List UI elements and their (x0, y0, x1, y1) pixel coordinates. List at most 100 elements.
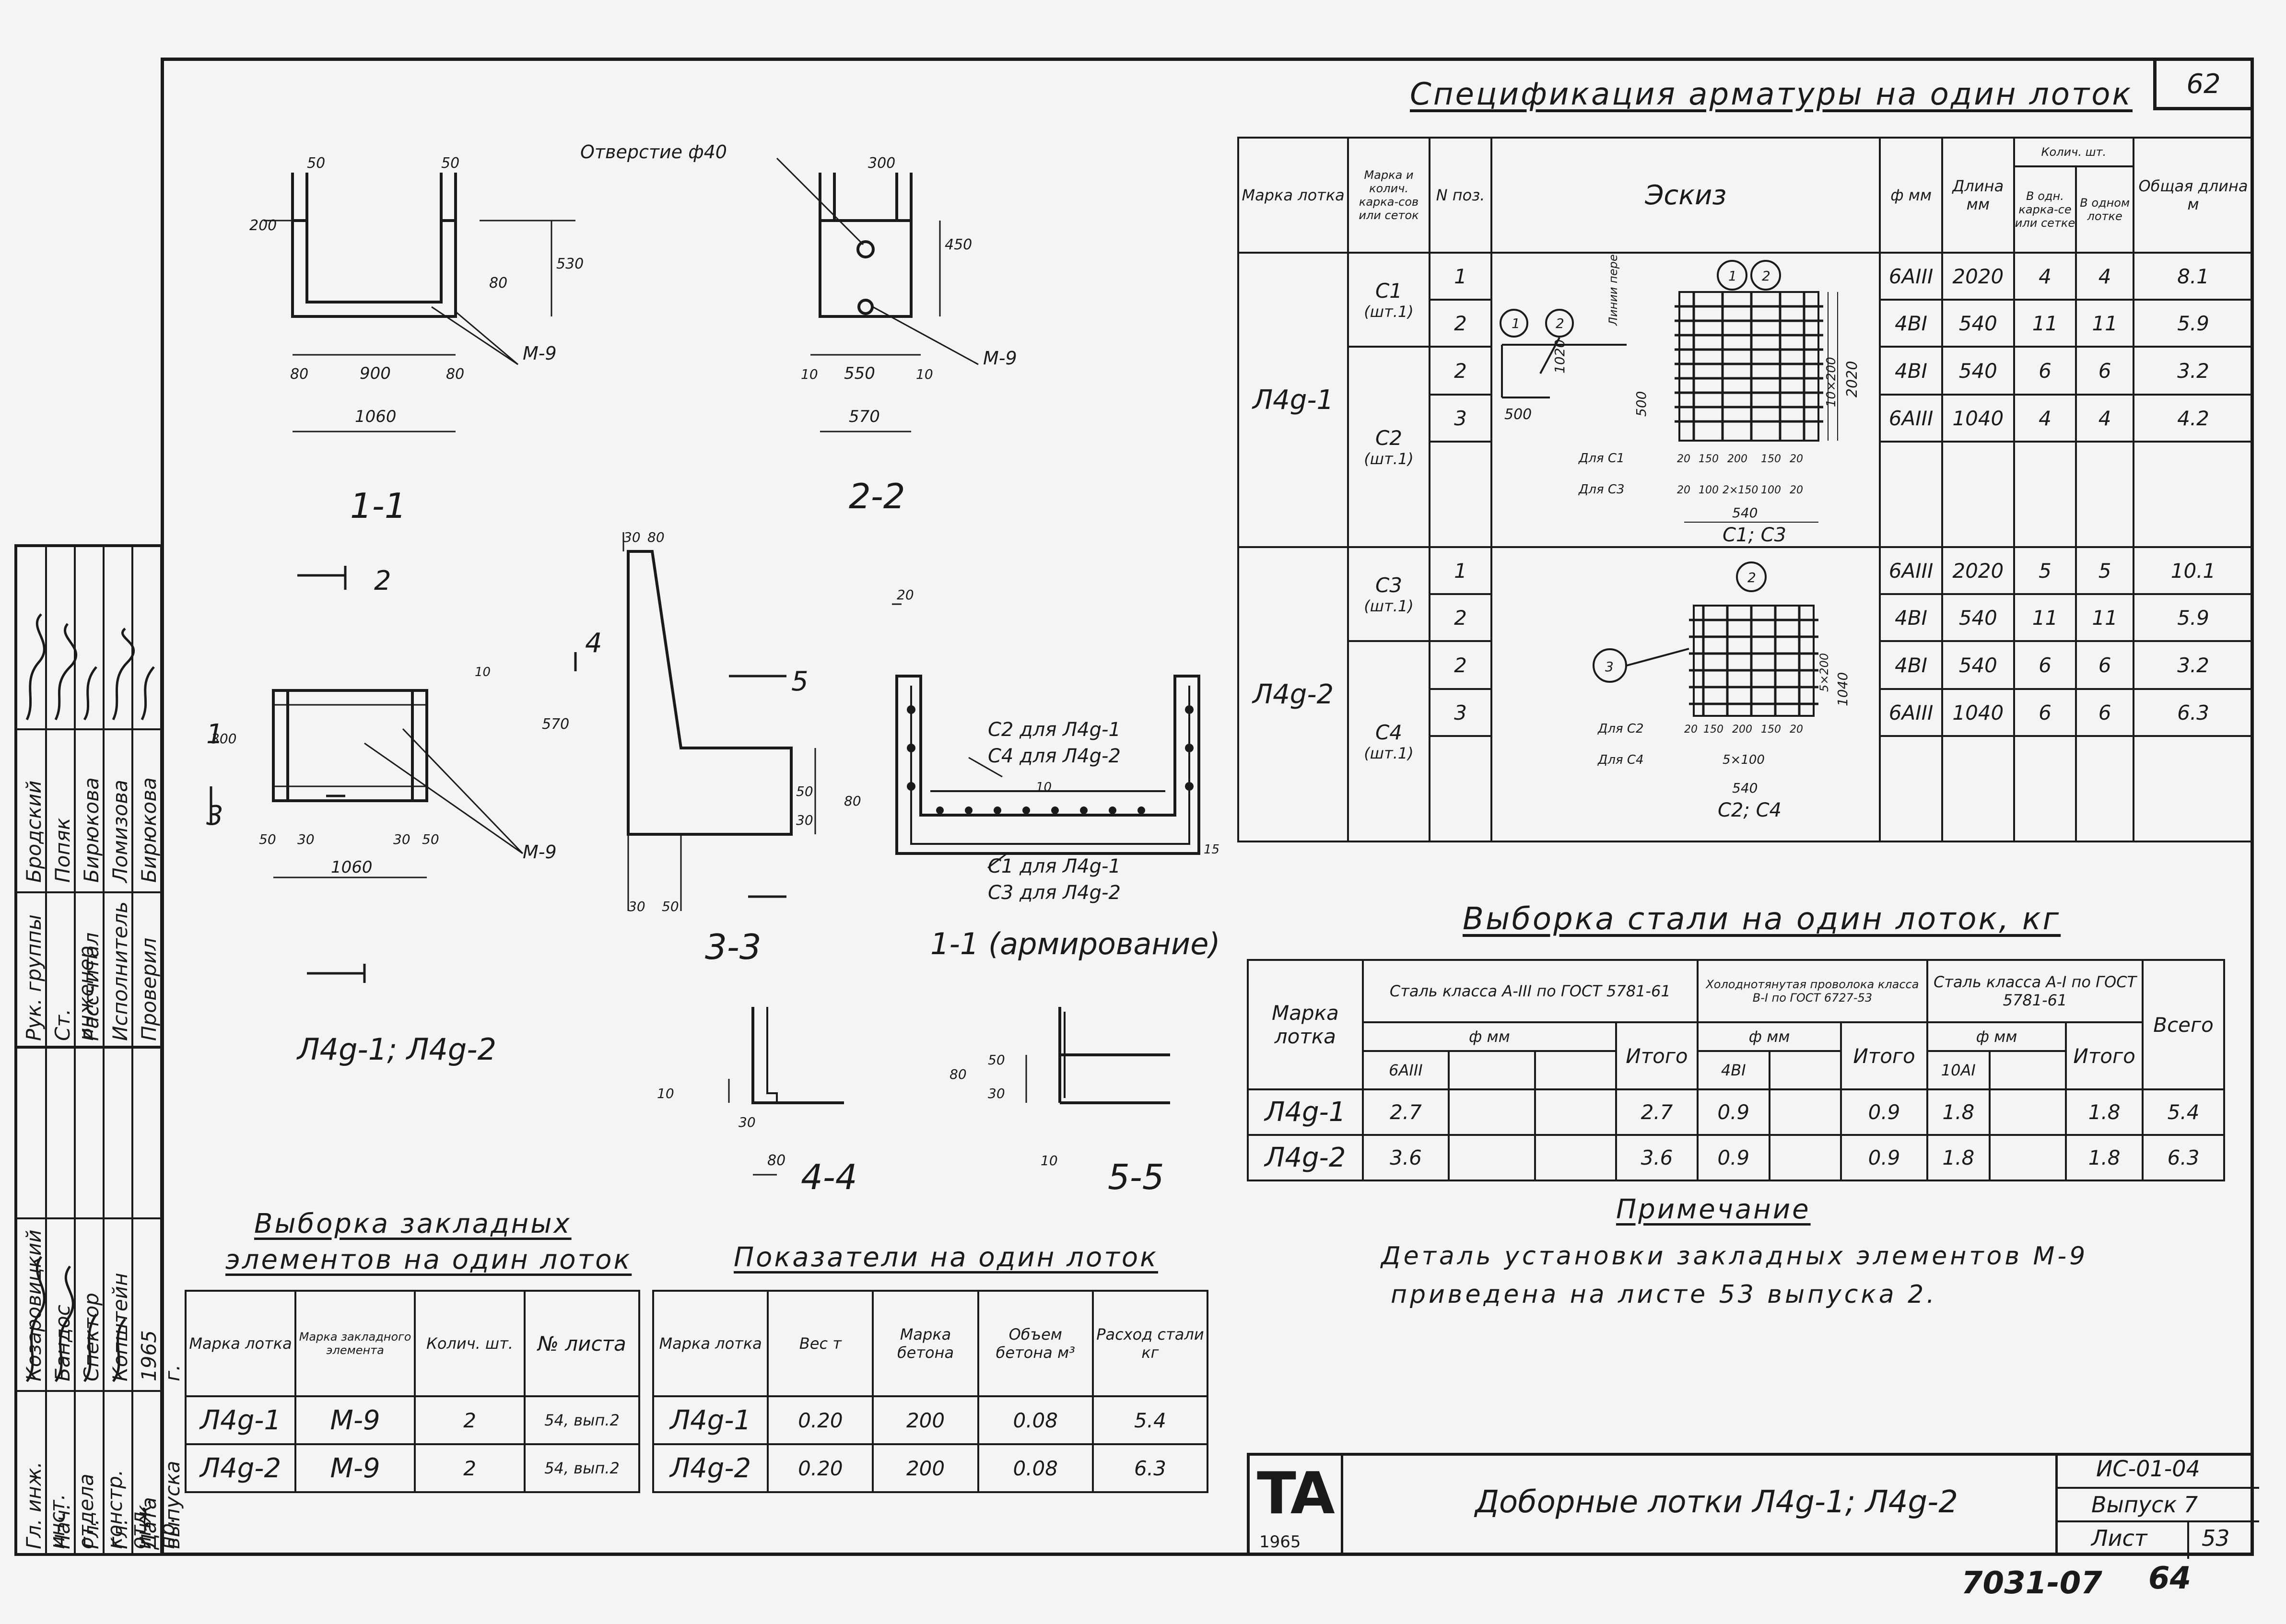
sheet-number: 62 (2186, 68, 2221, 100)
svg-text:20: 20 (1790, 484, 1803, 496)
svg-text:С3 для Л4g-2: С3 для Л4g-2 (988, 882, 1121, 904)
table-row: 2 4ВI 540 11 11 5.9 (1238, 299, 2254, 348)
table-row: Л4g-2 3.6 3.6 0.9 0.9 1.8 1.8 6.3 (1247, 1134, 2225, 1181)
svg-text:50: 50 (796, 783, 813, 799)
stamp-right: ИС-01-04 Выпуск 7 Лист 53 (2055, 1456, 2259, 1559)
stamp-logo: ТА (1257, 1460, 1335, 1527)
svg-text:20: 20 (1677, 453, 1690, 465)
table-row: С2(шт.1) 2 4ВI 540 6 6 3.2 (1238, 346, 2254, 548)
svg-text:С4 для Л4g-2: С4 для Л4g-2 (988, 745, 1121, 767)
section-1-1-outline (291, 219, 457, 318)
section-1-1-label: 1-1 (350, 486, 407, 526)
svg-text:150: 150 (1761, 724, 1781, 736)
sketch-cell-1: 1 2 1 2 500 1020 500 2020 10×200 Линии п… (1490, 252, 1881, 548)
table-row: Л4g-1 2.7 2.7 0.9 0.9 1.8 1.8 5.4 (1247, 1088, 2225, 1136)
reinforcement-outline (895, 675, 1200, 855)
spec-h-dia: ф мм (1879, 137, 1943, 254)
svg-text:100: 100 (1699, 484, 1719, 496)
section-3-3-label: 3-3 (705, 927, 762, 967)
svg-text:30: 30 (628, 899, 645, 914)
svg-text:5×100: 5×100 (1723, 753, 1765, 767)
svg-text:50: 50 (259, 831, 276, 847)
svg-text:3: 3 (1605, 659, 1614, 675)
embedded-label-3: М-9 (523, 841, 557, 863)
stamp-logo-box: ТА 1965 (1250, 1456, 1343, 1556)
svg-text:4: 4 (585, 628, 602, 659)
spec-h-total: Общая длина м (2133, 137, 2254, 254)
svg-text:Для С4: Для С4 (1597, 753, 1644, 767)
embedded-label-1: М-9 (523, 343, 557, 364)
svg-text:10: 10 (1036, 780, 1052, 794)
svg-text:1020: 1020 (1552, 339, 1568, 374)
section-4-4-outline (751, 1007, 844, 1104)
note-line-1: Деталь установки закладных элементов М-9 (1381, 1242, 2088, 1271)
svg-text:80: 80 (950, 1066, 967, 1082)
svg-text:10×200: 10×200 (1824, 357, 1839, 408)
plan-caption: Л4g-1; Л4g-2 (296, 1032, 496, 1067)
svg-text:550: 550 (844, 364, 875, 383)
svg-text:300: 300 (868, 155, 895, 172)
svg-text:10: 10 (1041, 1153, 1058, 1168)
stamp-block: ТА 1965 Доборные лотки Л4g-1; Л4g-2 ИС-0… (1247, 1453, 2259, 1559)
svg-text:С2 для Л4g-1: С2 для Л4g-1 (988, 719, 1121, 741)
svg-text:2×150: 2×150 (1723, 484, 1758, 496)
side-divider (17, 1046, 160, 1049)
table-row: 3 6АIII 1040 6 6 6.3 (1238, 688, 2254, 737)
svg-text:80: 80 (290, 366, 308, 383)
section-5-5-outline (1058, 1007, 1170, 1104)
svg-text:500: 500 (1504, 406, 1532, 423)
spec-h-mark: Марка лотка (1237, 137, 1349, 254)
side-title-block: Рук. группы Ст. инженер Рассчитал Исполн… (14, 544, 184, 1556)
svg-text:30: 30 (739, 1114, 756, 1130)
svg-text:1: 1 (206, 719, 223, 750)
svg-text:20: 20 (897, 587, 914, 603)
svg-text:30: 30 (796, 812, 813, 828)
svg-text:Для С2: Для С2 (1597, 722, 1644, 736)
note-title: Примечание (1616, 1194, 1811, 1225)
svg-text:10: 10 (916, 366, 933, 382)
svg-text:С1 для Л4g-1: С1 для Л4g-1 (988, 855, 1121, 877)
svg-text:15: 15 (1204, 842, 1219, 857)
spec-table: Марка лотка Марка и колич. карка-сов или… (1237, 137, 2254, 842)
spec-h-pos: N поз. (1428, 137, 1493, 254)
embedded-title-1: Выборка закладных (254, 1208, 572, 1239)
signatures (25, 613, 155, 1382)
svg-text:540: 540 (1732, 780, 1758, 796)
svg-text:10: 10 (475, 665, 491, 679)
svg-text:10: 10 (657, 1086, 674, 1101)
steel-h-mark: Марка лотка (1247, 959, 1364, 1090)
svg-text:540: 540 (1732, 505, 1758, 521)
svg-text:300: 300 (211, 731, 236, 747)
steel-title: Выборка стали на один лоток, кг (1463, 901, 2061, 937)
svg-text:50: 50 (441, 155, 459, 172)
svg-text:С1; С3: С1; С3 (1723, 524, 1786, 546)
table-row: Л4g-2 0.20 200 0.08 6.3 (652, 1443, 1209, 1493)
svg-text:80: 80 (767, 1152, 785, 1169)
table-row: Л4g-2 С3(шт.1) 1 (1237, 546, 2254, 842)
stamp-title: Доборные лотки Л4g-1; Л4g-2 (1475, 1484, 1958, 1520)
bottom-code: 7031-07 (1961, 1566, 2102, 1601)
svg-text:2020: 2020 (1844, 361, 1861, 397)
svg-text:2: 2 (374, 565, 391, 596)
svg-text:80: 80 (446, 366, 464, 383)
svg-text:200: 200 (1732, 724, 1752, 736)
svg-text:20: 20 (1790, 724, 1803, 736)
stamp-year: 1965 (1259, 1532, 1301, 1552)
embedded-table: Марка лотка Марка закладного элемента Ко… (184, 1290, 640, 1493)
section-3-3-outline (627, 550, 793, 836)
svg-text:200: 200 (1727, 453, 1747, 465)
svg-text:2: 2 (1762, 268, 1770, 284)
indicators-table: Марка лотка Вес т Марка бетона Объем бет… (652, 1290, 1209, 1493)
table-row: Л4g-1 М-9 2 54, вып.2 (184, 1395, 640, 1445)
steel-h-class1: Сталь класса А-III по ГОСТ 5781-61 (1361, 959, 1699, 1023)
bottom-page: 64 (2148, 1561, 2192, 1596)
table-row: 2 4ВI 540 11 11 5.9 (1238, 593, 2254, 642)
svg-text:1040: 1040 (1835, 672, 1851, 706)
svg-text:530: 530 (556, 256, 584, 272)
svg-text:150: 150 (1699, 453, 1719, 465)
svg-text:20: 20 (1790, 453, 1803, 465)
spec-h-sketch: Эскиз (1490, 137, 1881, 254)
spec-title: Спецификация арматуры на один лоток (1410, 77, 2133, 112)
section-2-2-label: 2-2 (849, 476, 905, 516)
svg-text:3: 3 (206, 800, 223, 831)
